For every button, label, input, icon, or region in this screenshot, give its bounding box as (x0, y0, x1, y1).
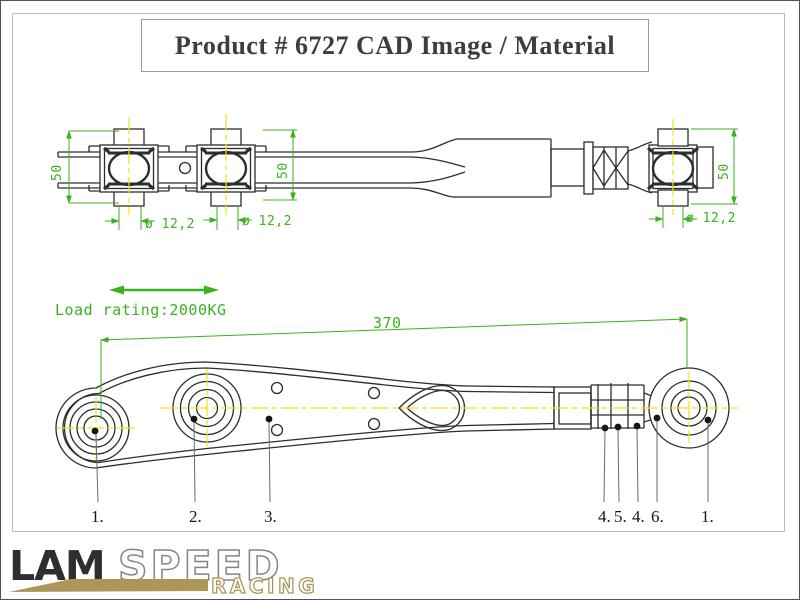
hex-adjuster (592, 146, 629, 190)
svg-text:ø 12,2: ø 12,2 (242, 214, 292, 229)
dimension-dia-left: ø 12,2 (105, 206, 195, 232)
dimension-dia-mid: ø 12,2 (203, 206, 292, 230)
part-label-4b: 4. (632, 507, 645, 526)
svg-text:50: 50 (717, 163, 732, 180)
dimension-length: 370 (100, 314, 688, 419)
svg-text:ø 12,2: ø 12,2 (686, 211, 736, 226)
svg-text:370: 370 (373, 314, 402, 332)
load-rating-text: Load rating:2000KG (55, 301, 227, 319)
dimension-height-mid: 50 (263, 129, 297, 201)
dimension-dia-right: ø 12,2 (649, 206, 736, 228)
svg-text:ø 12,2: ø 12,2 (145, 217, 195, 232)
part-label-5: 5. (614, 507, 627, 526)
turnbuckle (553, 383, 661, 430)
bottom-view-drawing: 370 1. 2. 3. 4. 5. 4. 6. 1. (55, 314, 738, 526)
load-rating: Load rating:2000KG (55, 285, 227, 319)
svg-text:50: 50 (276, 162, 291, 179)
part-label-4a: 4. (598, 507, 611, 526)
page-title: Product # 6727 CAD Image / Material (174, 30, 616, 60)
top-view-drawing: 50 50 50 ø 12,2 (50, 114, 738, 232)
leader-lines (95, 421, 709, 503)
title-box: Product # 6727 CAD Image / Material (141, 19, 649, 72)
part-label-6: 6. (651, 507, 664, 526)
bar-hole (178, 161, 192, 175)
rivet-hole (367, 417, 381, 431)
arrow-right-icon (204, 285, 219, 295)
dimension-height-right: 50 (691, 128, 738, 205)
arrow-left-icon (109, 285, 124, 295)
dimension-height-left: 50 (50, 130, 119, 204)
logo-racing-text: RACING (211, 574, 318, 598)
lamspeed-logo: LAM SPEED RACING (9, 541, 318, 599)
part-label-1b: 1. (701, 507, 714, 526)
svg-text:50: 50 (50, 164, 65, 181)
drawing-frame (12, 13, 785, 532)
part-label-1: 1. (91, 507, 104, 526)
part-label-2: 2. (189, 507, 202, 526)
top-view-rod-end (647, 128, 714, 207)
logo-swoosh (9, 579, 208, 592)
part-label-3: 3. (264, 507, 277, 526)
rivet-hole (270, 381, 284, 395)
rivet-hole (367, 386, 381, 400)
rivet-hole (270, 423, 284, 437)
